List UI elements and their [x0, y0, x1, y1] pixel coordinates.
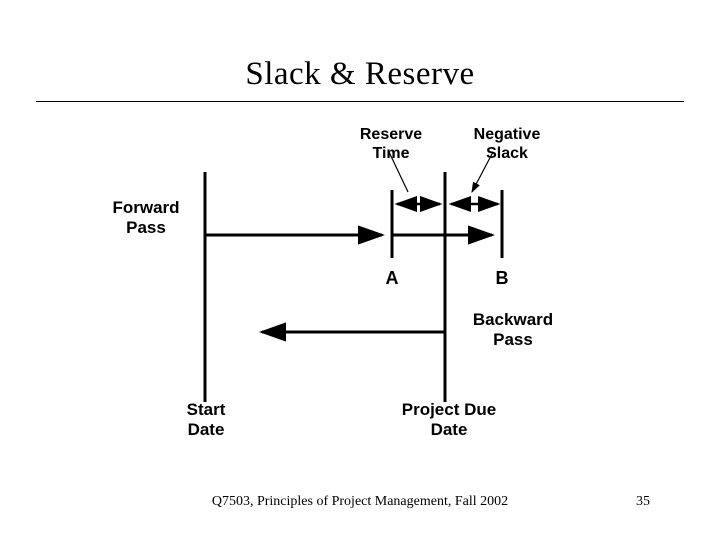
title-divider: [36, 101, 684, 102]
slide-page-number: 35: [636, 494, 650, 509]
label-point-b: B: [495, 268, 509, 288]
negative-slack-leader-line: [471, 151, 494, 194]
label-project-due-date: Project Due Date: [401, 400, 497, 440]
label-reserve-time: Reserve Time: [359, 126, 423, 162]
slide-footer: Q7503, Principles of Project Management,…: [211, 494, 509, 509]
page-title: Slack & Reserve: [245, 56, 475, 92]
diagram-canvas: [203, 151, 504, 402]
label-negative-slack: Negative Slack: [473, 126, 541, 162]
label-point-a: A: [385, 268, 399, 288]
label-forward-pass: Forward Pass: [112, 198, 180, 238]
reserve-time-leader-line: [388, 151, 409, 193]
slack-reserve-diagram: Reserve Time Negative Slack Forward Pass…: [90, 110, 630, 470]
label-start-date: Start Date: [186, 400, 226, 440]
label-backward-pass: Backward Pass: [472, 310, 554, 350]
